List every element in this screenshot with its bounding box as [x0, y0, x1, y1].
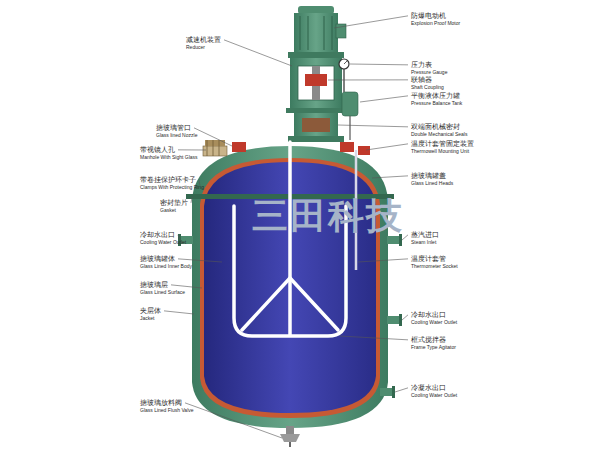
part-label: 搪玻璃放料阀: [140, 399, 182, 407]
leader-line: [350, 64, 408, 66]
frame-agitator: [234, 142, 346, 336]
pressure-gauge: [339, 59, 349, 92]
watermark: 三田科技: [252, 196, 404, 236]
part-label: 联轴器: [411, 76, 432, 84]
part-label-english: Jacket: [140, 316, 154, 322]
reducer: [286, 58, 346, 113]
leader-line: [178, 149, 206, 150]
nozzles: [203, 140, 370, 156]
part-label-english: Cooling Water Outlet: [411, 320, 457, 326]
part-label-english: Glass Lined Flush Valve: [140, 408, 194, 414]
leader-line: [191, 197, 192, 203]
leader-line: [164, 311, 194, 314]
part-label: 带卷挂保护环卡子: [140, 176, 196, 184]
part-label-english: Thermometer Socket: [411, 264, 458, 270]
leader-line: [194, 128, 232, 146]
leader-line: [402, 315, 408, 320]
part-label: 冷凝水出口: [411, 384, 446, 392]
balance-tank: [342, 92, 358, 140]
part-label: 温度计套管: [411, 255, 446, 263]
leader-line: [366, 144, 408, 150]
leader-line: [340, 336, 408, 340]
part-label: 带视镜人孔: [140, 146, 175, 154]
leader-line: [171, 285, 202, 288]
leader-line: [178, 259, 222, 262]
mechanical-seal: [288, 113, 344, 142]
part-label-english: Glass Lined Surface: [140, 290, 185, 296]
part-label: 平衡液体压力罐: [411, 92, 460, 100]
part-label-english: Pressure Balance Tank: [411, 101, 462, 107]
part-label-english: Reducer: [186, 45, 205, 51]
part-label-english: Shaft Coupling: [411, 85, 444, 91]
leader-line: [328, 79, 408, 80]
part-label-english: Gasket: [160, 208, 176, 214]
part-label-english: Double Mechanical Seals: [411, 132, 467, 138]
part-label-english: Thermowell Mounting Unit: [411, 149, 469, 155]
part-label-english: Cooling Water Outlet: [411, 393, 457, 399]
part-label-english: Manhole With Sight Glass: [140, 155, 198, 161]
leader-line: [224, 40, 292, 66]
part-label-english: Explosion Proof Motor: [411, 21, 460, 27]
flush-valve: [280, 426, 300, 447]
part-label: 蒸汽进口: [411, 231, 439, 239]
part-label-english: Glass lined Nozzle: [156, 133, 197, 139]
part-label: 防爆电动机: [411, 12, 446, 20]
part-label-english: Frame Type Agitator: [411, 345, 456, 351]
part-label: 框式搅拌器: [411, 336, 446, 344]
part-label: 搪玻璃层: [140, 281, 168, 289]
part-label: 搪玻璃管口: [156, 124, 191, 132]
leader-line: [334, 16, 408, 28]
part-label: 夹层体: [140, 307, 161, 315]
leader-line: [338, 125, 408, 127]
part-label: 双端面机械密封: [411, 123, 460, 131]
leader-line: [360, 96, 408, 102]
part-label-english: Steam Inlet: [411, 240, 436, 246]
part-label-english: Pressure Gauge: [411, 70, 447, 76]
part-label: 搪玻璃罐盖: [411, 172, 446, 180]
leader-line: [372, 176, 408, 178]
motor: [288, 6, 346, 58]
leader-line: [185, 403, 282, 438]
part-label-english: Cooling Water Outlet: [140, 240, 186, 246]
leader-line: [402, 235, 408, 240]
part-label-english: Glass Lined Heads: [411, 181, 453, 187]
leader-line: [358, 259, 408, 262]
part-label: 压力表: [411, 61, 432, 69]
part-label: 冷却水出口: [140, 231, 175, 239]
part-label-english: Glass Lined Inner Body: [140, 264, 192, 270]
part-label: 冷却水出口: [411, 311, 446, 319]
part-label: 搪玻璃罐体: [140, 255, 175, 263]
part-label: 减速机装置: [186, 36, 221, 44]
leader-line: [395, 388, 408, 392]
part-label: 温度计套管固定装置: [411, 140, 474, 148]
part-label: 密封垫片: [160, 199, 188, 207]
part-label-english: Clamps With Protecting Ring: [140, 185, 204, 191]
